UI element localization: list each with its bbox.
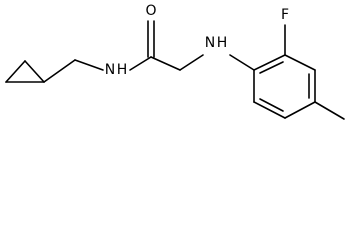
- bond-nh2-ring: [229, 54, 255, 71]
- amide-hydrogen-label: H: [117, 62, 128, 78]
- amide-nitrogen-label: N: [105, 62, 115, 78]
- molecule-structure: O N H N H F: [5, 3, 345, 120]
- bond-ring-ch2: [43, 59, 76, 83]
- bond-ring-3: [24, 60, 45, 83]
- amine-nitrogen-label: N: [205, 35, 215, 51]
- fluorine-label: F: [281, 7, 289, 23]
- oxygen-label: O: [145, 3, 156, 19]
- bond-nh-carbonyl: [129, 56, 152, 71]
- bond-carbonyl-ch2: [150, 56, 181, 71]
- bond-ar-5: [253, 101, 286, 119]
- bond-ar-1: [253, 54, 286, 71]
- cyclopropyl-ring: [5, 60, 45, 83]
- bond-ch2-nh: [74, 59, 104, 71]
- bond-ring-methyl: [314, 101, 345, 120]
- amine-hydrogen-label: H: [217, 35, 228, 51]
- bond-ar-inner-1: [259, 61, 284, 74]
- bond-ar-inner-3: [259, 98, 284, 112]
- bond-ch2-nh2: [179, 54, 204, 71]
- bond-ar-2: [284, 54, 316, 71]
- bond-ar-4: [284, 101, 316, 119]
- bond-ring-2: [5, 60, 26, 83]
- benzene-ring: [253, 54, 316, 119]
